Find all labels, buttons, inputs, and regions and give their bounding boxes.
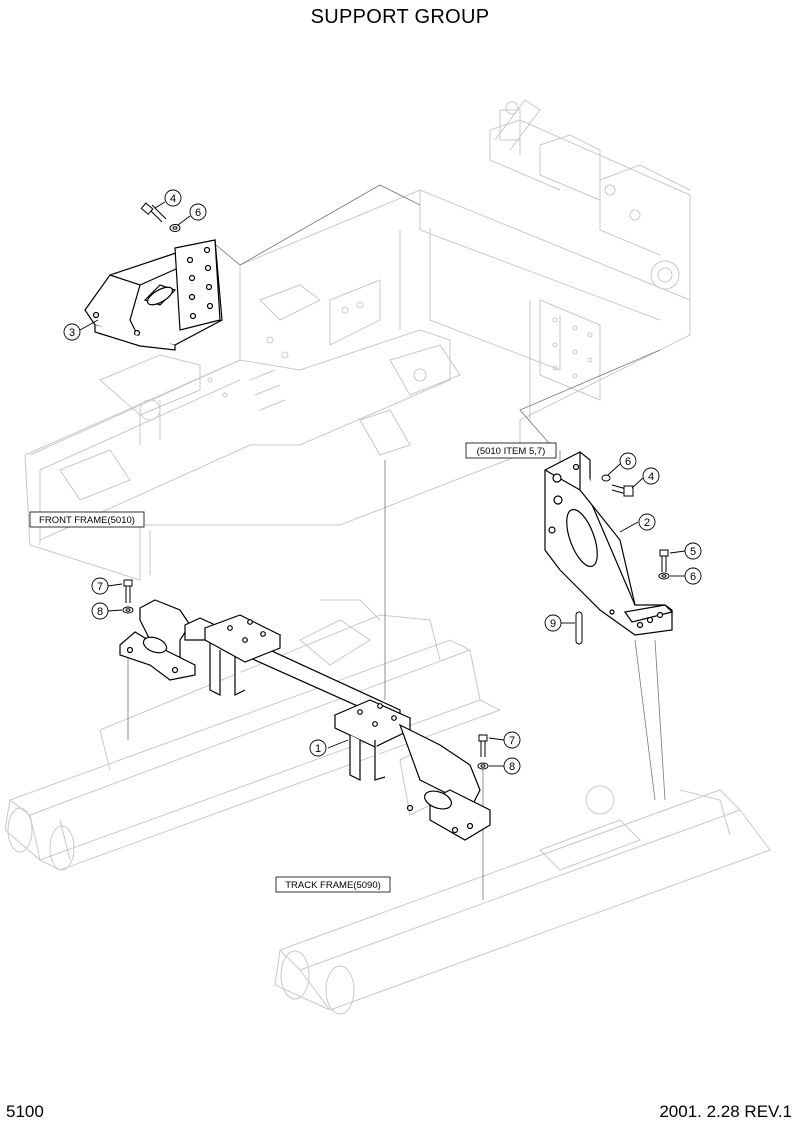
svg-text:3: 3 [69,327,75,339]
callouts: 1 2 3 4 6 6 4 [63,189,702,775]
bolts-lower [122,579,489,770]
svg-text:2: 2 [644,517,650,529]
svg-text:8: 8 [97,606,103,618]
svg-text:7: 7 [97,581,103,593]
front-frame-ghost [24,99,691,581]
track-frame-ghost [4,599,771,1015]
callout-3: 3 [63,319,99,341]
label-reference: (5010 ITEM 5,7) [465,442,557,459]
svg-text:6: 6 [690,571,696,583]
callout-1: 1 [309,739,349,757]
svg-text:TRACK FRAME(5090): TRACK FRAME(5090) [285,880,381,891]
svg-text:FRONT FRAME(5010): FRONT FRAME(5010) [39,515,135,526]
svg-text:8: 8 [509,761,515,773]
svg-text:6: 6 [625,456,631,468]
label-front-frame: FRONT FRAME(5010) [29,511,145,528]
callout-4-left: 4 [154,189,182,209]
svg-text:1: 1 [315,743,321,755]
svg-text:9: 9 [550,618,556,630]
callout-9: 9 [544,614,575,632]
callout-5: 5 [669,542,702,560]
page-title: SUPPORT GROUP [310,6,490,28]
svg-text:5: 5 [690,546,696,558]
callout-7-right: 7 [488,731,521,749]
callout-6-left: 6 [177,203,207,226]
svg-text:4: 4 [648,471,654,483]
callout-8-left: 8 [91,602,123,620]
support-bracket-right [544,451,674,636]
revision-date: 2001. 2.28 REV.1 [659,1102,792,1121]
callout-6-right-lower: 6 [670,567,702,585]
svg-text:7: 7 [509,735,515,747]
svg-text:(5010 ITEM 5,7): (5010 ITEM 5,7) [477,446,546,457]
bolt-left [140,202,181,232]
bolts-right [575,474,670,645]
page-number: 5100 [6,1102,44,1121]
svg-text:6: 6 [195,207,201,219]
callout-6-right-upper: 6 [607,452,637,476]
support-beam-main [119,599,491,841]
callout-8-right: 8 [489,757,521,775]
svg-text:4: 4 [170,193,176,205]
label-track-frame: TRACK FRAME(5090) [275,876,391,893]
callout-4-right: 4 [631,467,660,489]
callout-7-left: 7 [91,577,123,595]
callout-2: 2 [619,513,656,533]
support-bracket-left [84,239,223,351]
